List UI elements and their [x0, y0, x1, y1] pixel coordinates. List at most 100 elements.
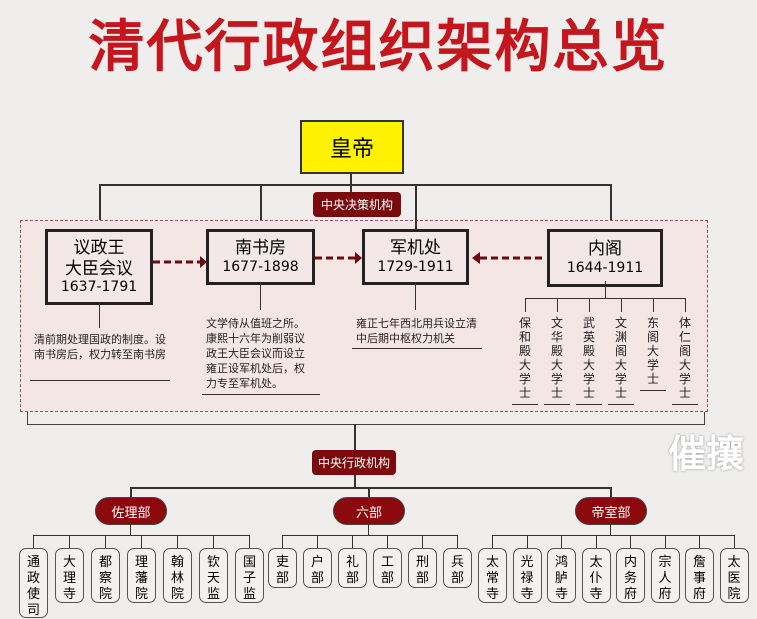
divider	[672, 404, 698, 405]
grand-secretary-label: 体仁阁大学士	[678, 316, 691, 400]
dept-pill: 佐理部	[95, 497, 167, 525]
connector	[130, 487, 612, 489]
connector	[354, 475, 356, 487]
connector	[525, 298, 526, 312]
unit-label: 詹事府	[692, 555, 706, 602]
unit-label: 国子监	[242, 555, 256, 602]
unit-label: 太常寺	[485, 555, 499, 602]
connector	[595, 535, 597, 548]
unit-label: 宗人府	[658, 555, 672, 602]
connector	[630, 535, 631, 548]
box-years: 1644-1911	[566, 259, 644, 276]
connector	[415, 282, 416, 310]
unit-label: 太医院	[727, 555, 741, 602]
connector	[610, 523, 611, 535]
connector	[368, 523, 369, 535]
connector	[317, 535, 318, 548]
divider	[544, 404, 570, 405]
unit-label: 工部	[380, 555, 394, 586]
unit-box: 兵部	[443, 548, 472, 588]
unit-box: 理藩院	[127, 548, 156, 603]
unit-box: 国子监	[235, 548, 264, 603]
box-years: 1677-1898	[222, 258, 299, 275]
unit-box: 鸿胪寺	[547, 548, 576, 603]
yizheng-note: 清前期处理国政的制度。设南书房后，权力转至南书房	[34, 333, 166, 361]
dept-pill: 帝室部	[575, 497, 647, 525]
admin-bracket	[27, 412, 705, 425]
unit-box: 通政使司	[19, 548, 48, 618]
central-decision-label: 中央决策机构	[313, 192, 401, 217]
connector	[699, 535, 700, 548]
unit-box: 翰林院	[163, 548, 192, 603]
unit-label: 吏部	[275, 555, 289, 586]
grand-secretary-label: 武英殿大学士	[582, 316, 595, 400]
connector	[260, 184, 262, 229]
unit-label: 翰林院	[170, 555, 184, 602]
connector	[177, 535, 178, 548]
connector	[33, 535, 34, 548]
unit-label: 大理寺	[62, 555, 76, 602]
unit-box: 户部	[303, 548, 332, 588]
box-name: 军机处	[390, 238, 441, 259]
divider	[576, 404, 602, 405]
connector	[387, 535, 388, 548]
connector	[733, 535, 735, 548]
connector	[610, 487, 612, 497]
grand-secretary-label: 保和殿大学士	[518, 316, 531, 400]
connector	[350, 170, 352, 192]
box-years: 1729-1911	[377, 258, 454, 275]
connector	[457, 535, 458, 548]
connector	[99, 184, 101, 229]
connector	[415, 184, 417, 229]
unit-box: 光禄寺	[512, 548, 542, 603]
unit-label: 礼部	[345, 555, 359, 586]
unit-box: 太常寺	[478, 548, 507, 603]
emperor-box: 皇帝	[300, 120, 404, 174]
connector	[105, 535, 106, 548]
unit-box: 吏部	[268, 548, 297, 588]
connector	[260, 282, 261, 310]
nanshufang-note: 文学侍从值班之所。康熙十六年为削弱议政王大臣会议而设立雍正设军机处后，权力专至军…	[206, 317, 305, 390]
unit-label: 钦天监	[206, 555, 220, 602]
connector	[130, 487, 132, 497]
box-name: 南书房	[235, 238, 286, 259]
box-name: 内阁	[588, 239, 622, 260]
unit-box: 太仆寺	[581, 548, 611, 603]
connector	[141, 535, 142, 548]
connector	[610, 184, 612, 229]
connector	[368, 487, 370, 497]
unit-label: 内务府	[623, 555, 637, 602]
unit-box: 太医院	[719, 548, 749, 603]
unit-label: 太仆寺	[589, 555, 603, 602]
connector	[282, 535, 457, 536]
connector	[69, 535, 70, 548]
unit-label: 兵部	[450, 555, 464, 586]
unit-box: 大理寺	[55, 548, 84, 603]
unit-box: 钦天监	[199, 548, 228, 603]
box-years: 1637-1791	[60, 278, 138, 295]
divider	[608, 404, 634, 405]
page-title: 清代行政组织架构总览	[88, 14, 669, 80]
unit-label: 鸿胪寺	[554, 555, 568, 602]
top-connector	[99, 184, 611, 186]
divider	[352, 348, 482, 349]
connector	[621, 298, 622, 312]
connector	[352, 535, 353, 548]
connector	[685, 298, 686, 312]
connector	[282, 535, 283, 548]
dashed-arrows	[153, 252, 545, 268]
connector	[557, 298, 558, 312]
unit-label: 通政使司	[26, 555, 40, 618]
connector	[354, 424, 356, 450]
unit-box: 詹事府	[685, 548, 714, 603]
connector	[525, 298, 685, 299]
connector	[589, 298, 590, 312]
dept-pill: 六部	[333, 497, 405, 525]
connector	[492, 535, 734, 536]
watermark: 催攘	[668, 432, 745, 476]
box-name: 大臣会议	[65, 258, 133, 279]
connector	[422, 535, 423, 548]
